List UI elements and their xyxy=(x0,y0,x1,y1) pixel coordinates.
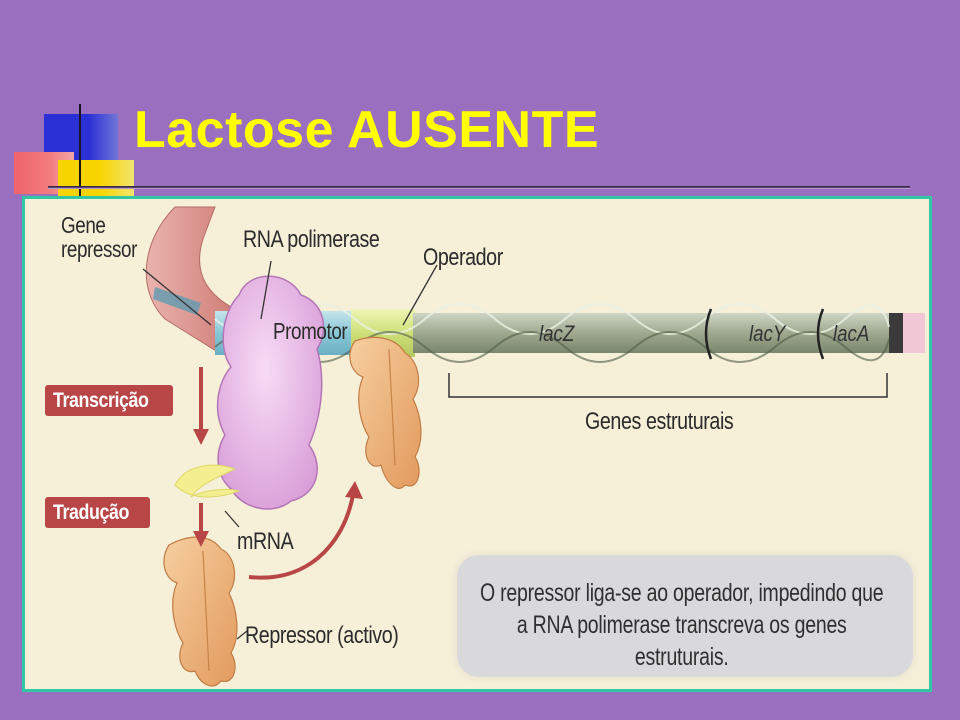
repressor-on-operator xyxy=(349,336,422,489)
diagram-artwork xyxy=(142,206,925,687)
mrna-strand xyxy=(174,464,241,498)
gene-separator-1 xyxy=(704,308,713,360)
transcription-arrow xyxy=(193,367,209,445)
promoter-label: Promotor xyxy=(273,318,348,344)
dna-helix-lines xyxy=(214,303,890,363)
structural-genes-bracket xyxy=(448,373,888,398)
gene-separator-2 xyxy=(816,308,825,360)
explanation-text: O repressor liga-se ao operador, impedin… xyxy=(480,579,884,671)
gene-repressor-label: Gene repressor xyxy=(61,212,137,263)
gene-laca-label: lacA xyxy=(833,321,870,346)
rna-polymerase-shape xyxy=(216,275,325,510)
slide-title: Lactose AUSENTE xyxy=(134,101,600,159)
transcription-step-badge: Transcrição xyxy=(45,385,174,416)
rna-polymerase-label: RNA polimerase xyxy=(243,226,380,253)
structural-genes-label: Genes estruturais xyxy=(585,408,734,435)
gene-lacz-label: lacZ xyxy=(539,321,575,346)
dna-end-cap xyxy=(889,313,903,353)
binding-arrow xyxy=(248,481,363,580)
mrna-label: mRNA xyxy=(237,528,294,555)
leader-lines xyxy=(142,260,438,640)
deco-vertical-line xyxy=(79,104,81,212)
translation-arrow xyxy=(193,503,209,547)
translation-step-badge: Tradução xyxy=(45,497,151,528)
repressor-gene-band xyxy=(153,287,201,315)
free-repressor-protein xyxy=(163,536,238,687)
repressor-active-label: Repressor (activo) xyxy=(245,622,399,649)
dna-end-pink xyxy=(903,313,925,353)
title-divider xyxy=(48,186,910,189)
lac-operon-diagram: Gene repressor RNA polimerase Operador P… xyxy=(22,196,932,692)
operator-label: Operador xyxy=(423,244,503,271)
gene-lacy-label: lacY xyxy=(749,321,786,346)
explanation-box: O repressor liga-se ao operador, impedin… xyxy=(457,555,913,677)
